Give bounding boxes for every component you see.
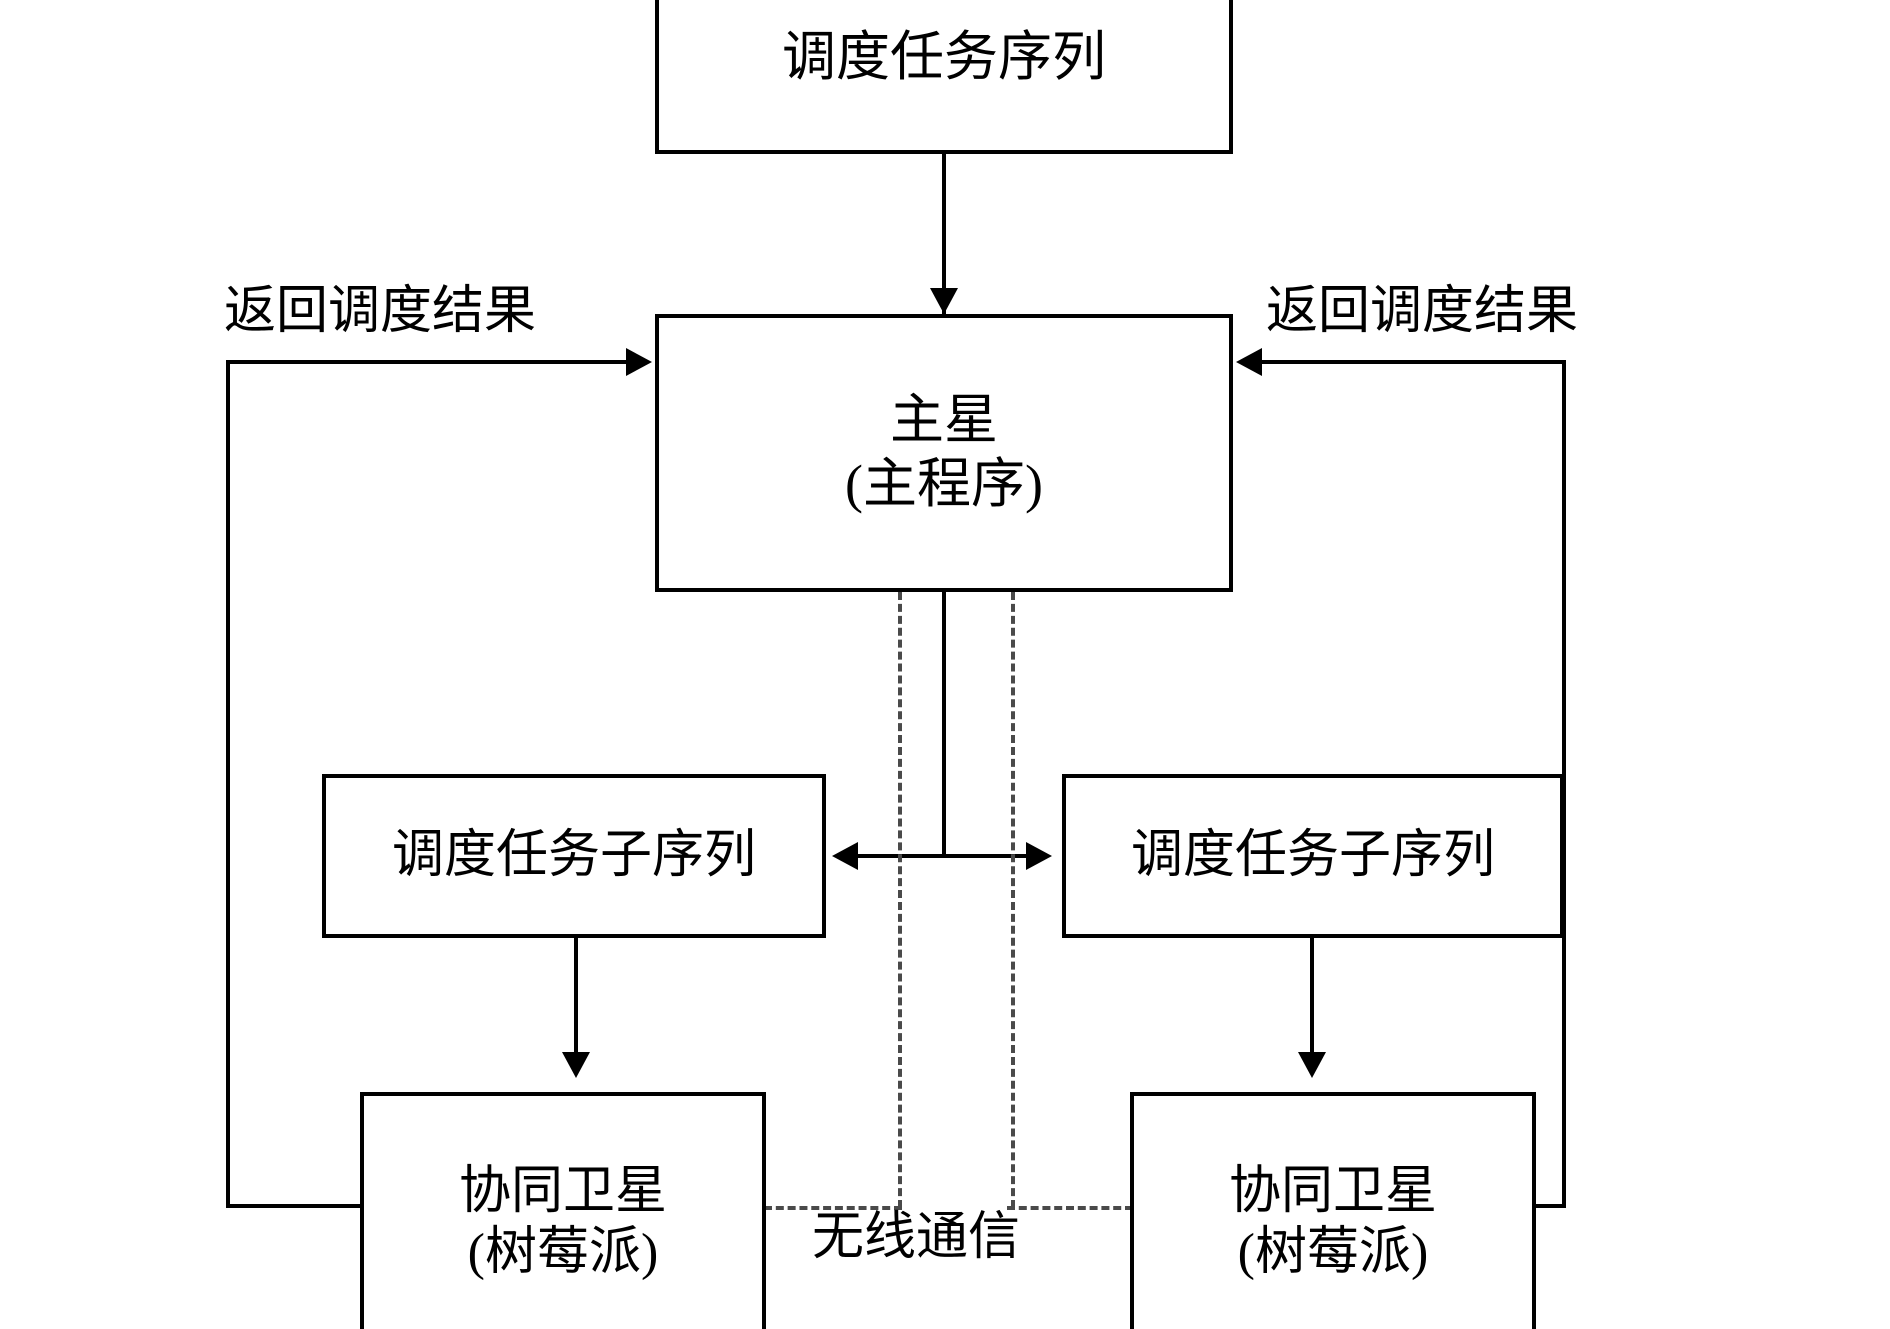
label-return-result-right: 返回调度结果 <box>1266 283 1579 340</box>
connector-return-right-vertical <box>1562 360 1566 1208</box>
dashed-wireless-horizontal-left <box>764 1206 902 1210</box>
box-satellite-right-line2: (树莓派) <box>1237 1224 1429 1281</box>
box-satellite-left-line1: 协同卫星 <box>458 1162 667 1220</box>
label-return-result-left: 返回调度结果 <box>224 283 537 340</box>
arrowhead-left-to-subseq-left <box>832 842 858 870</box>
connector-subseq-right-to-satellite-right <box>1310 938 1314 1056</box>
dashed-wireless-right-vertical <box>1011 592 1015 1208</box>
arrowhead-down-to-satellite-left <box>562 1052 590 1078</box>
connector-taskseq-to-main <box>942 154 946 314</box>
box-subsequence-left[interactable]: 调度任务子序列 <box>322 774 826 938</box>
arrowhead-left-into-main <box>1236 348 1262 376</box>
arrowhead-right-into-main <box>626 348 652 376</box>
arrowhead-down-to-main <box>930 288 958 314</box>
box-main-satellite[interactable]: 主星 (主程序) <box>655 314 1233 592</box>
box-subsequence-left-label: 调度任务子序列 <box>391 827 756 885</box>
dashed-wireless-horizontal-right <box>1007 1206 1133 1210</box>
box-satellite-left-line2: (树莓派) <box>467 1224 659 1281</box>
box-main-satellite-line2: (主程序) <box>845 454 1043 514</box>
dashed-wireless-left-vertical <box>898 592 902 1208</box>
connector-main-to-subseq-stem <box>942 590 946 858</box>
connector-return-left-top <box>226 360 630 364</box>
box-main-satellite-line1: 主星 <box>890 390 998 451</box>
box-task-sequence[interactable]: 调度任务序列 <box>655 0 1233 154</box>
connector-return-left-bottom <box>226 1204 362 1208</box>
box-satellite-right[interactable]: 协同卫星 (树莓派) <box>1130 1092 1536 1329</box>
connector-return-left-vertical <box>226 360 230 1208</box>
label-wireless-communication: 无线通信 <box>806 1212 1027 1264</box>
connector-return-right-bottom <box>1534 1204 1566 1208</box>
box-satellite-right-line1: 协同卫星 <box>1228 1162 1437 1220</box>
connector-return-right-top <box>1262 360 1566 364</box>
arrowhead-right-to-subseq-right <box>1026 842 1052 870</box>
box-satellite-left[interactable]: 协同卫星 (树莓派) <box>360 1092 766 1329</box>
box-subsequence-right-label: 调度任务子序列 <box>1130 827 1495 885</box>
box-subsequence-right[interactable]: 调度任务子序列 <box>1062 774 1564 938</box>
connector-subseq-right-branch <box>942 854 1028 858</box>
arrowhead-down-to-satellite-right <box>1298 1052 1326 1078</box>
connector-subseq-left-to-satellite-left <box>574 938 578 1056</box>
box-task-sequence-label: 调度任务序列 <box>782 27 1106 88</box>
